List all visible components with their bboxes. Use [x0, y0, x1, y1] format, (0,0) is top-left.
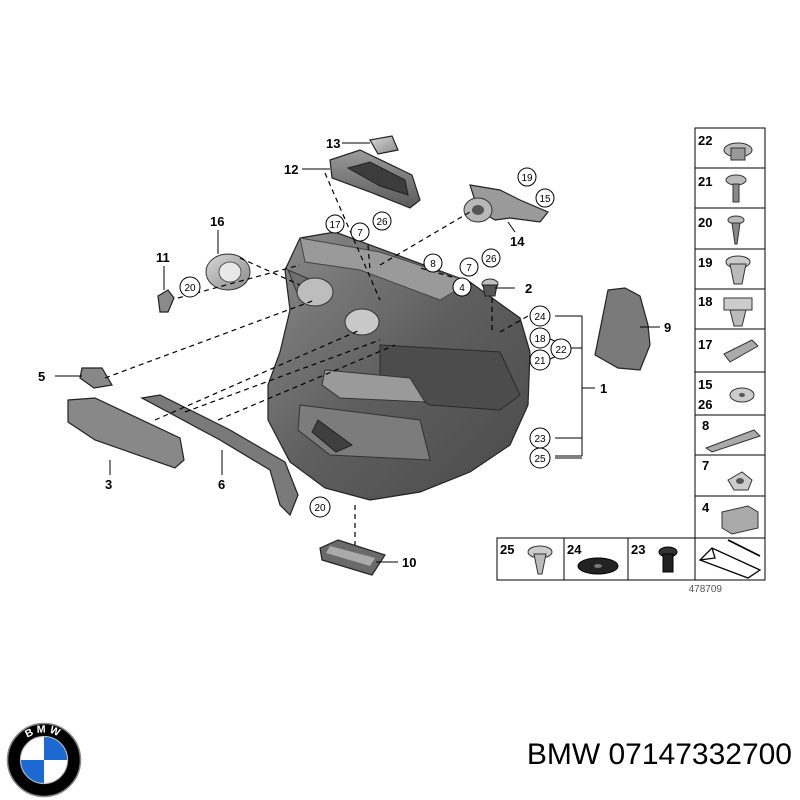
callout-24: 24 [529, 305, 551, 327]
svg-text:24: 24 [534, 312, 546, 323]
legend-7: 7 [702, 458, 709, 473]
callout-26-top: 26 [372, 211, 392, 231]
fastener-18-icon [723, 297, 753, 327]
svg-text:15: 15 [539, 194, 551, 205]
part-6-strip [140, 394, 299, 517]
legend-15: 15 [698, 377, 712, 392]
part-3-pocket [67, 397, 185, 469]
svg-text:21: 21 [534, 356, 546, 367]
svg-text:20: 20 [184, 283, 196, 294]
part-13-cap [369, 135, 399, 155]
label-part-2: 2 [525, 281, 532, 296]
label-part-13: 13 [326, 136, 340, 151]
label-part-12: 12 [284, 162, 298, 177]
part-9-bracket [594, 287, 651, 371]
callout-7-mid: 7 [459, 257, 479, 277]
fastener-7-icon [727, 471, 753, 491]
callout-18: 18 [529, 327, 551, 349]
legend-18: 18 [698, 294, 712, 309]
label-part-3: 3 [105, 477, 112, 492]
part-number-caption: BMW 07147332700 [526, 738, 792, 771]
part-11-cover [157, 289, 175, 313]
legend-17: 17 [698, 337, 712, 352]
arrow-symbol-icon [698, 539, 762, 579]
fastener-21-icon [725, 174, 747, 203]
svg-text:22: 22 [555, 345, 567, 356]
svg-text:25: 25 [534, 454, 546, 465]
legend-24: 24 [567, 542, 582, 557]
svg-text:7: 7 [357, 228, 363, 239]
part-14-bracket [463, 184, 549, 223]
figure-number: 478709 [689, 584, 723, 595]
callout-23: 23 [529, 427, 551, 449]
callout-20-left: 20 [179, 276, 201, 298]
part-2-clip [481, 278, 499, 297]
svg-text:23: 23 [534, 434, 546, 445]
svg-text:8: 8 [430, 259, 436, 270]
fastener-legend-bottom: 25 24 23 [496, 537, 766, 581]
callout-26-mid: 26 [481, 248, 501, 268]
callout-21: 21 [529, 349, 551, 371]
svg-text:26: 26 [376, 217, 388, 228]
label-part-14: 14 [510, 234, 525, 249]
legend-25: 25 [500, 542, 514, 557]
svg-text:26: 26 [485, 254, 497, 265]
fastener-15-26-icon [729, 387, 755, 403]
svg-text:17: 17 [329, 220, 341, 231]
door-panel-part-1 [267, 231, 531, 501]
svg-text:20: 20 [314, 503, 326, 514]
label-part-1: 1 [600, 381, 607, 396]
fastener-4-icon [721, 505, 759, 535]
legend-21: 21 [698, 174, 712, 189]
callout-17: 17 [325, 214, 345, 234]
leader-lines [55, 142, 660, 563]
part-12-handle-tray [329, 149, 421, 209]
fastener-24-icon [577, 557, 619, 575]
fastener-19-icon [725, 255, 751, 285]
fastener-8-icon [704, 429, 761, 453]
legend-8: 8 [702, 418, 709, 433]
part-10-switch [319, 539, 386, 576]
callout-8: 8 [423, 253, 443, 273]
bmw-logo: BMW [6, 722, 82, 798]
fastener-legend-side: 22 21 20 19 18 17 15 26 8 7 4 [694, 127, 766, 539]
label-part-6: 6 [218, 477, 225, 492]
legend-4: 4 [702, 500, 710, 515]
legend-23: 23 [631, 542, 645, 557]
fastener-22-icon [723, 142, 753, 161]
callout-7-top: 7 [350, 222, 370, 242]
legend-26: 26 [698, 397, 712, 412]
callout-4: 4 [452, 277, 472, 297]
legend-22: 22 [698, 133, 712, 148]
svg-text:18: 18 [534, 334, 546, 345]
label-part-9: 9 [664, 320, 671, 335]
label-part-11: 11 [156, 250, 170, 265]
fastener-17-icon [723, 339, 759, 363]
callout-20-bottom: 20 [309, 496, 331, 518]
fastener-25-icon [527, 545, 553, 575]
label-part-5: 5 [38, 369, 45, 384]
legend-19: 19 [698, 255, 712, 270]
callout-15: 15 [535, 188, 555, 208]
callout-25: 25 [529, 447, 551, 469]
label-part-10: 10 [402, 555, 416, 570]
fastener-20-icon [727, 215, 745, 245]
svg-text:4: 4 [459, 283, 465, 294]
label-part-16: 16 [210, 214, 224, 229]
legend-20: 20 [698, 215, 712, 230]
svg-text:19: 19 [521, 173, 533, 184]
svg-text:7: 7 [466, 263, 472, 274]
callout-22: 22 [550, 338, 572, 360]
svg-text:BMW: BMW [23, 723, 64, 740]
part-5-trim [79, 367, 113, 389]
callout-19: 19 [517, 167, 537, 187]
fastener-23-icon [658, 546, 678, 573]
